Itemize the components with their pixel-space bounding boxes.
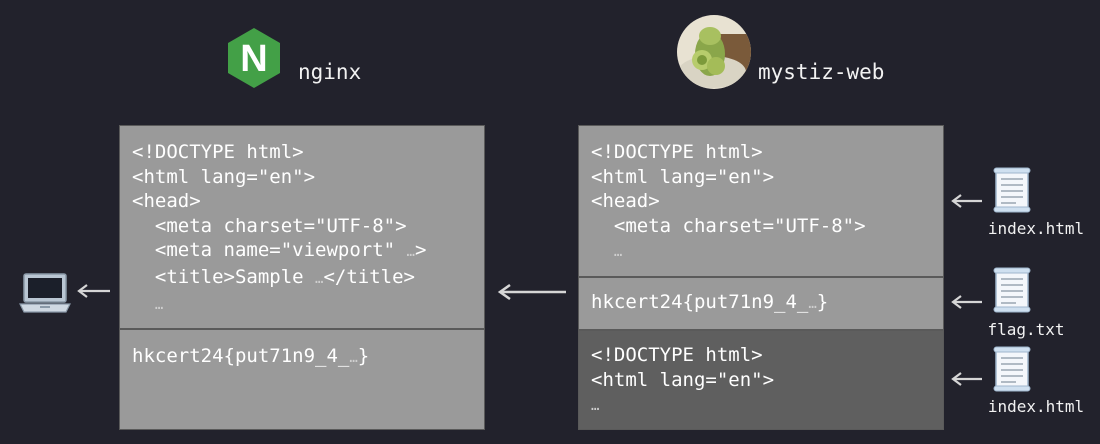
arrow-left-icon	[951, 295, 982, 309]
flag-text: hkcert24{put71n9_4_	[591, 291, 809, 313]
document-icon	[993, 346, 1031, 392]
code-line: hkcert24{put71n9_4_…}	[591, 290, 931, 317]
file-label-index: index.html	[987, 397, 1085, 416]
code-text: <title>Sample	[132, 265, 316, 288]
nginx-flag-section: hkcert24{put71n9_4_…}	[120, 328, 484, 429]
nginx-logo: N	[228, 28, 280, 88]
code-line: hkcert24{put71n9_4_…}	[132, 344, 472, 371]
arrow-left-icon	[77, 284, 110, 298]
ellipsis: …	[613, 244, 623, 260]
code-text: <meta name="viewport"	[132, 239, 407, 261]
code-line: <head>	[132, 190, 201, 212]
flag-text: hkcert24{put71n9_4_	[132, 345, 350, 367]
code-line: <!DOCTYPE html>	[132, 141, 304, 163]
ellipsis: …	[406, 244, 415, 260]
code-line: <meta name="viewport" …>	[132, 239, 427, 261]
ellipsis: …	[315, 270, 324, 287]
ellipsis: …	[349, 350, 358, 366]
flag-close: }	[357, 345, 370, 367]
nginx-logo-letter: N	[240, 38, 267, 80]
backend-index2-section: <!DOCTYPE html> <html lang="en"> …	[579, 329, 943, 429]
backend-flag-section: hkcert24{put71n9_4_…}	[579, 276, 943, 330]
document-icon	[993, 267, 1031, 313]
code-line: …	[132, 291, 472, 318]
code-line: <meta charset="UTF-8">	[132, 214, 407, 237]
arrow-left-icon	[951, 372, 982, 386]
nginx-label: nginx	[298, 60, 362, 84]
code-text	[132, 292, 155, 314]
document-icon	[993, 167, 1031, 213]
code-line: <!DOCTYPE html>	[591, 344, 763, 366]
ellipsis: …	[154, 297, 164, 313]
code-text	[591, 239, 614, 261]
ellipsis: …	[808, 296, 817, 312]
mystiz-web-avatar	[677, 15, 751, 89]
code-line: …	[591, 238, 931, 265]
laptop-icon	[19, 273, 71, 313]
backend-response-box: <!DOCTYPE html> <html lang="en"> <head> …	[578, 125, 944, 430]
file-label-flag: flag.txt	[987, 320, 1065, 339]
mystiz-web-label: mystiz-web	[758, 60, 885, 84]
nginx-html-section: <!DOCTYPE html> <html lang="en"> <head> …	[120, 126, 484, 329]
code-line: <html lang="en">	[132, 165, 316, 188]
ellipsis: …	[591, 398, 600, 414]
code-line: <html lang="en">	[591, 368, 775, 391]
backend-index-section: <!DOCTYPE html> <html lang="en"> <head> …	[579, 126, 943, 277]
code-line: <html lang="en">	[591, 165, 775, 188]
nginx-response-box: <!DOCTYPE html> <html lang="en"> <head> …	[119, 125, 485, 430]
code-text: </title>	[323, 265, 415, 288]
arrow-left-icon	[497, 283, 566, 301]
file-label-index: index.html	[987, 219, 1085, 238]
code-line: <head>	[591, 190, 660, 212]
flag-close: }	[816, 291, 829, 313]
code-line: <!DOCTYPE html>	[591, 141, 763, 163]
code-line: <title>Sample …</title>	[132, 265, 472, 292]
code-line: <meta charset="UTF-8">	[591, 214, 866, 237]
arrow-left-icon	[951, 194, 982, 208]
code-line: …	[591, 392, 931, 419]
